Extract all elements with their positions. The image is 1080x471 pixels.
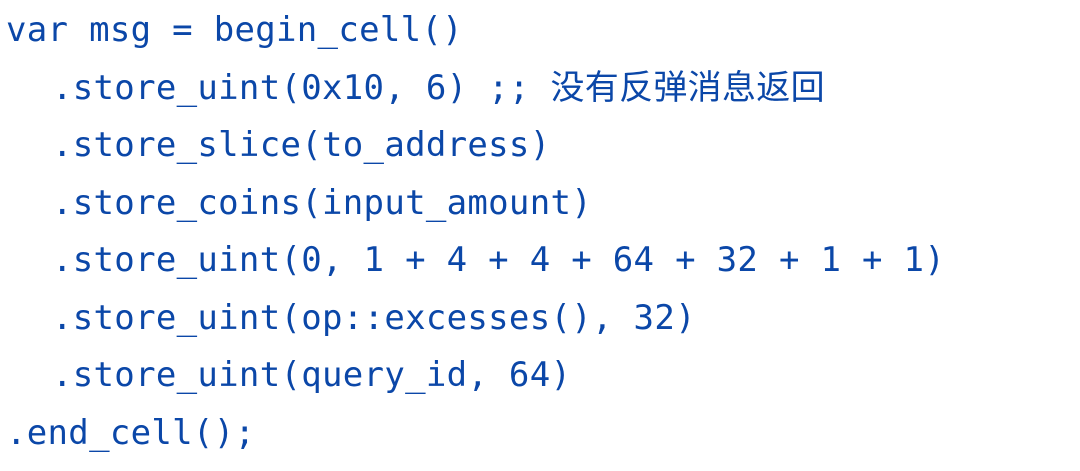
code-line-1: var msg = begin_cell() [6,10,463,50]
code-block: var msg = begin_cell() .store_uint(0x10,… [6,0,1076,471]
code-line-7: .store_uint(query_id, 64) [52,355,572,395]
code-line-4: .store_coins(input_amount) [52,182,593,223]
code-line-3: .store_slice(to_address) [52,125,551,165]
code-line-8: .end_cell(); [6,412,256,453]
code-line-2: .store_uint(0x10, 6) ;; 没有反弹消息返回 [52,67,825,108]
code-line-6: .store_uint(op::excesses(), 32) [52,297,696,338]
code-line-5: .store_uint(0, 1 + 4 + 4 + 64 + 32 + 1 +… [52,240,946,280]
